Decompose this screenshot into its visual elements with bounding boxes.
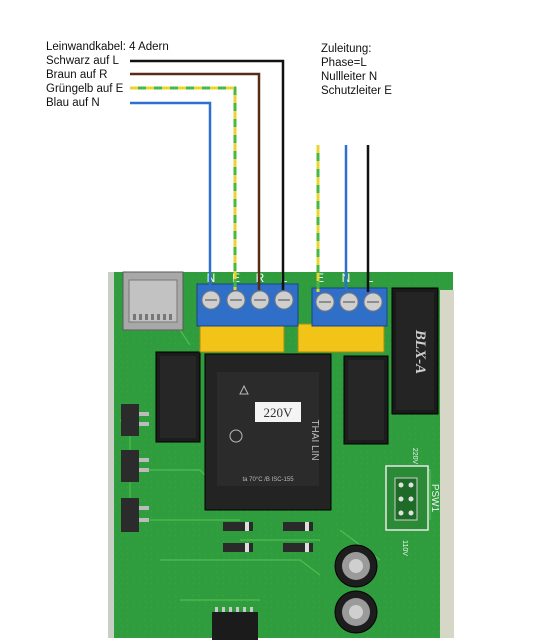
transformer-voltage: 220V [264,405,294,420]
wires [130,59,370,292]
switch-bottom-label: 110V [401,540,408,556]
terminal-label-e-right: E [316,271,324,285]
note-phase: Phase=L [321,57,367,69]
note-black-to-l: Schwarz auf L [46,55,119,67]
supply-notes: Zuleitung: Phase=L Nullleiter N Schutzle… [321,42,392,98]
wire-blue-screen [130,101,212,290]
terminal-block-left [196,283,299,327]
relay-blx-label: BLX-A [412,329,428,374]
note-greenyellow-to-e: Grüngelb auf E [46,83,124,95]
transistors-left [121,404,149,532]
certification-mark-icon [229,429,243,443]
diodes [223,522,313,552]
transformer: 220V THAI LIN ta 70°C /B ISC-155 [204,353,332,511]
terminal-block-right [311,287,388,327]
wire-black-screen [130,59,285,290]
wire-greenyellow-screen [130,86,237,290]
screen-cable-title: Leinwandkabel: 4 Adern [46,41,169,53]
voltage-selector: PSW1 220V 110V [385,448,440,556]
yellow-capacitors [199,323,385,353]
supply-title: Zuleitung: [321,43,372,55]
warning-triangle-icon [239,384,249,395]
note-neutral: Nullleiter N [321,71,378,83]
rj-connector [122,271,184,331]
wire-brown-screen [130,72,261,290]
transformer-brand: THAI LIN [309,419,320,460]
note-brown-to-r: Braun auf R [46,69,108,81]
note-protective-earth: Schutzleiter E [321,85,392,97]
relay-left-1 [155,351,201,443]
ic-chip [212,607,258,640]
note-blue-to-n: Blau auf N [46,97,100,109]
relay-right-1 [343,355,389,445]
screen-cable-notes: Leinwandkabel: 4 Adern Schwarz auf L Bra… [46,40,169,110]
transformer-rating: ta 70°C /B ISC-155 [242,477,294,483]
terminal-label-l-right: L [367,271,374,285]
switch-label: PSW1 [429,484,440,513]
relay-blx: BLX-A [391,287,439,415]
electrolytic-capacitors [334,544,378,634]
switch-top-label: 220V [411,448,418,465]
